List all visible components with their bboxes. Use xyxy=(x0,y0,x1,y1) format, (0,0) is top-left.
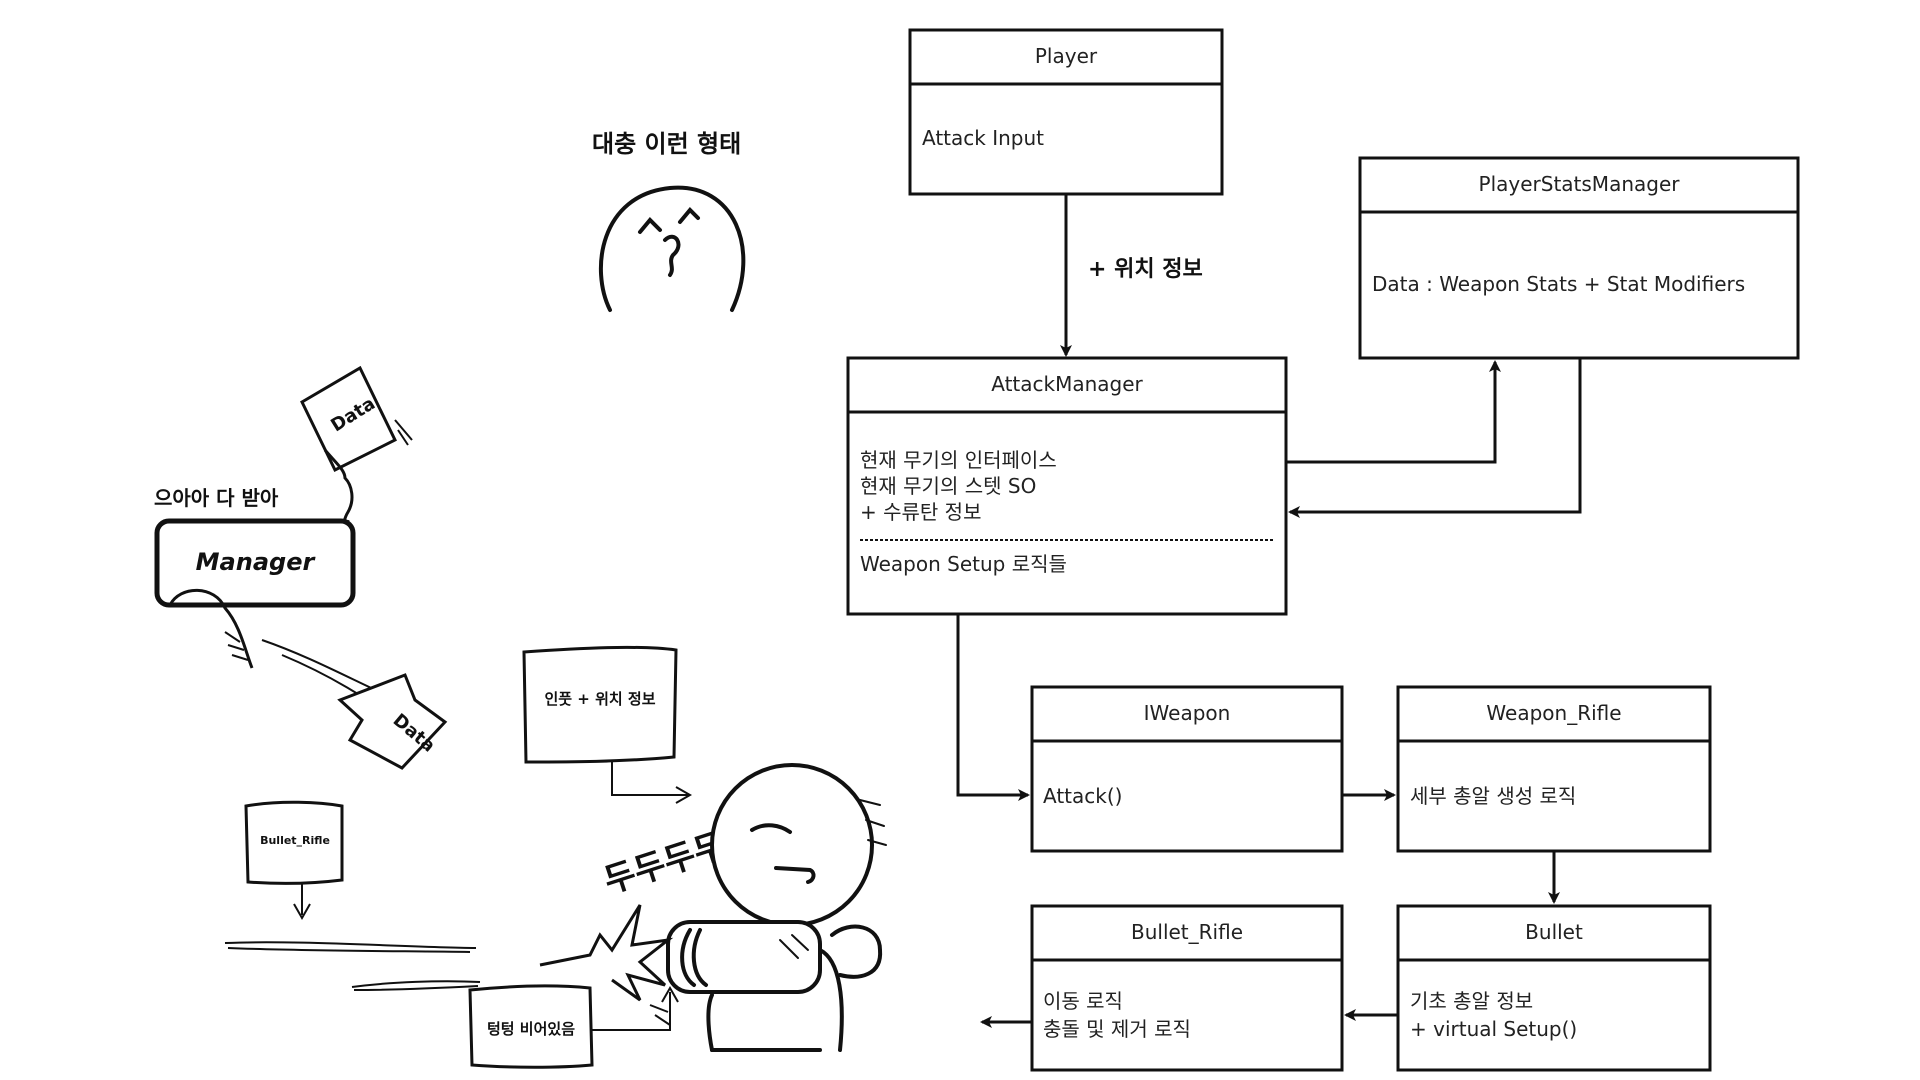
manager-label: Manager xyxy=(196,548,317,576)
bullet-rifle-title: Bullet_Rifle xyxy=(1131,920,1243,944)
bullet-rifle-box: Bullet_Rifle 이동 로직 충돌 및 제거 로직 xyxy=(1030,904,1344,1072)
bullet-rifle-line-1: 이동 로직 xyxy=(1043,989,1123,1013)
arrow-attack-to-iweapon xyxy=(956,614,1030,801)
arrow-stats-to-attack xyxy=(1288,358,1582,518)
empty-note-label: 텅텅 비어있음 xyxy=(487,1020,575,1038)
bullet-trail-lines xyxy=(224,941,481,991)
weapon-rifle-box: Weapon_Rifle 세부 총알 생성 로직 xyxy=(1396,685,1712,853)
bullet-rifle-note: Bullet_Rifle xyxy=(244,800,344,921)
attack-line-3: + 수류탄 정보 xyxy=(860,500,981,524)
player-stats-manager-box: PlayerStatsManager Data : Weapon Stats +… xyxy=(1358,156,1800,360)
stats-title: PlayerStatsManager xyxy=(1479,172,1681,196)
data-paper-flying: Data xyxy=(261,639,448,770)
bullet-line-2: + virtual Setup() xyxy=(1410,1017,1577,1041)
sketch-title: 대충 이런 형태 xyxy=(592,130,741,158)
player-title: Player xyxy=(1035,44,1098,68)
attack-manager-box: AttackManager 현재 무기의 인터페이스 현재 무기의 스텟 SO … xyxy=(846,356,1288,616)
iweapon-box: IWeapon Attack() xyxy=(1030,685,1344,853)
player-class-box: Player Attack Input xyxy=(908,28,1224,196)
character-with-gun-drawing xyxy=(666,763,887,1052)
bullet-line-1: 기초 총알 정보 xyxy=(1410,989,1533,1013)
attack-footer: Weapon Setup 로직들 xyxy=(860,552,1067,576)
manager-box-drawing: Manager xyxy=(154,518,356,669)
rifle-line-1: 세부 총알 생성 로직 xyxy=(1410,784,1576,808)
bullet-rifle-line-2: 충돌 및 제거 로직 xyxy=(1043,1017,1191,1041)
empty-note: 텅텅 비어있음 xyxy=(468,984,679,1069)
iweapon-line-1: Attack() xyxy=(1043,784,1122,808)
data-paper-top: Data xyxy=(300,365,413,532)
arrow-label: + 위치 정보 xyxy=(1088,257,1203,282)
input-note-label: 인풋 + 위치 정보 xyxy=(544,690,655,708)
player-line-1: Attack Input xyxy=(922,126,1044,150)
arrow-attack-to-stats xyxy=(1286,360,1501,464)
input-note: 인풋 + 위치 정보 xyxy=(522,645,693,804)
bullet-rifle-note-label: Bullet_Rifle xyxy=(260,834,330,847)
bullet-title: Bullet xyxy=(1525,920,1583,944)
rifle-title: Weapon_Rifle xyxy=(1486,701,1621,725)
stats-line-1: Data : Weapon Stats + Stat Modifiers xyxy=(1372,272,1745,296)
muzzle-flash-drawing xyxy=(539,904,674,1026)
blob-face-drawing xyxy=(598,185,746,312)
manager-caption: 으아아 다 받아 xyxy=(154,486,279,510)
attack-line-1: 현재 무기의 인터페이스 xyxy=(860,448,1057,472)
attack-title: AttackManager xyxy=(991,372,1143,396)
iweapon-title: IWeapon xyxy=(1144,701,1231,725)
attack-line-2: 현재 무기의 스텟 SO xyxy=(860,474,1036,498)
bullet-box: Bullet 기초 총알 정보 + virtual Setup() xyxy=(1396,904,1712,1072)
